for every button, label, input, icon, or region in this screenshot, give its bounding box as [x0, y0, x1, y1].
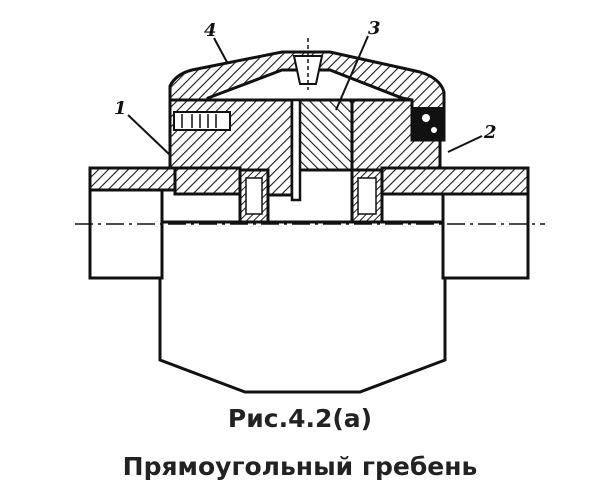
cover-cap	[168, 50, 446, 142]
figure-title: Прямоугольный гребень	[122, 452, 478, 481]
callout-3: 3	[368, 18, 381, 39]
leader-4	[213, 37, 229, 65]
leader-3	[335, 35, 369, 111]
shaft-left	[88, 188, 164, 280]
flange-plate	[88, 166, 530, 196]
shaft-right	[441, 188, 530, 280]
leader-1	[127, 114, 171, 156]
callout-2: 2	[483, 122, 497, 143]
bearing-left-inner	[245, 177, 263, 215]
center-insert	[290, 98, 354, 172]
figure-number: Рис.4.2(а)	[227, 404, 373, 433]
central-slot	[290, 98, 302, 202]
fastener-right	[413, 107, 443, 139]
bearing-right-inner	[357, 177, 377, 215]
leader-2	[447, 135, 483, 153]
technical-drawing: 1 2 3 4	[75, 18, 545, 394]
flange-plate-center	[173, 166, 242, 196]
lower-body	[158, 220, 447, 394]
callout-1: 1	[114, 98, 127, 119]
callout-4: 4	[204, 20, 217, 41]
